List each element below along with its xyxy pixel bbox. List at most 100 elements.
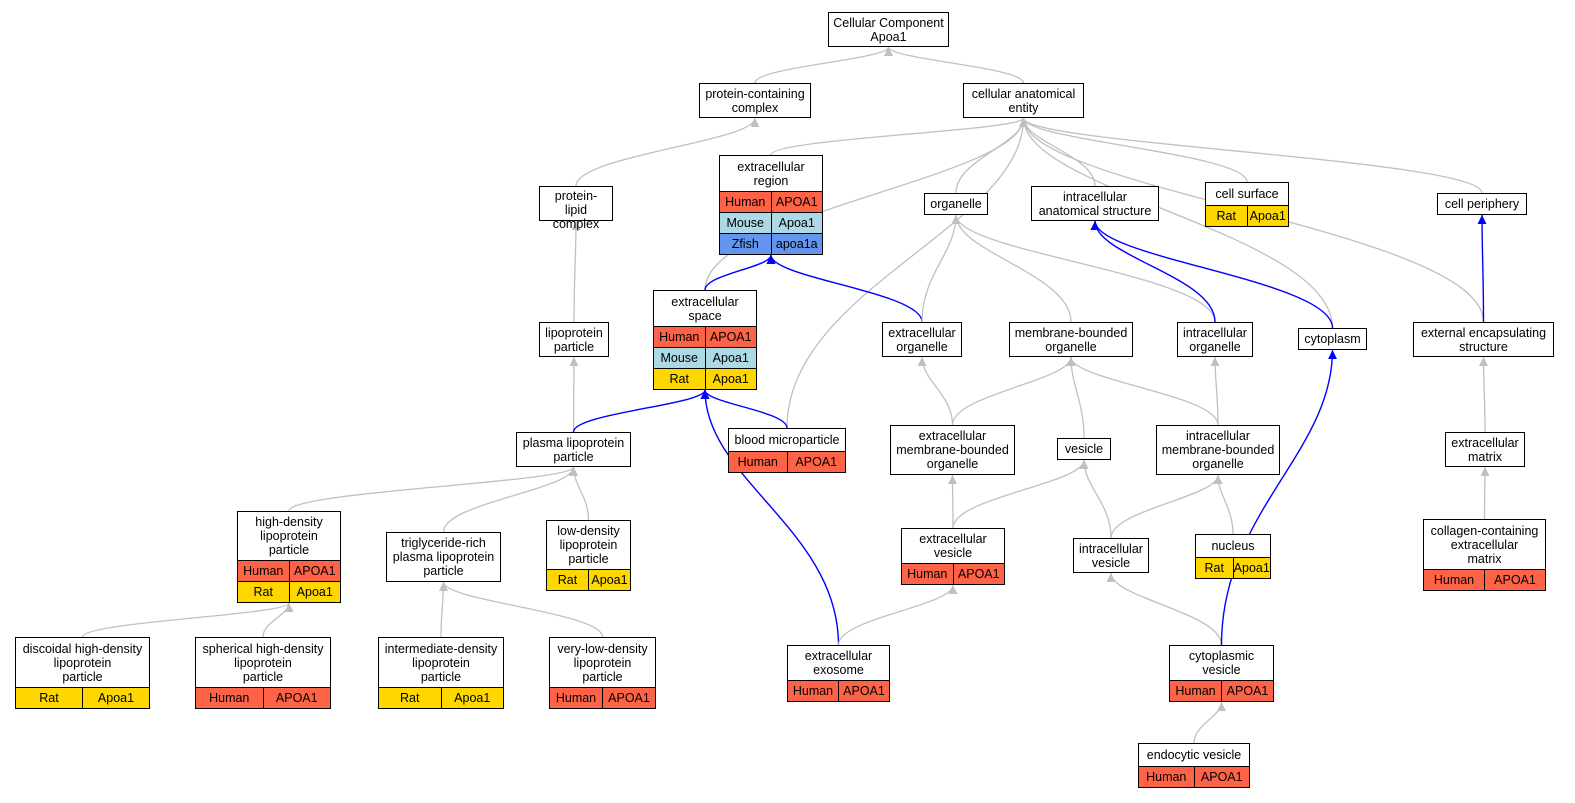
go-term-title: plasma lipoprotein particle — [522, 435, 625, 464]
go-term-node-protein-lipid[interactable]: protein-lipid complex — [539, 186, 613, 231]
go-term-node-cytoplasm[interactable]: cytoplasm — [1298, 328, 1367, 350]
species-label: Human — [1175, 684, 1216, 698]
go-term-node-extracell-organelle[interactable]: extracellular organelle — [882, 322, 962, 357]
species-label: Rat — [669, 372, 689, 386]
go-term-node-intra-mb-organelle[interactable]: intracellular membrane-bounded organelle — [1156, 425, 1280, 475]
go-term-node-ext-matrix[interactable]: extracellular matrix — [1445, 432, 1525, 467]
edge-is-a-idl-to-trl — [438, 581, 448, 638]
species-annotation-row: Mouse Apoa1 — [654, 347, 756, 368]
go-term-node-protein-complex[interactable]: protein-containing complex — [699, 83, 811, 118]
species-label: Human — [243, 564, 284, 578]
edge-is-a-vldl-to-trl — [439, 581, 604, 638]
edge-is-a-intra-mb-organelle-to-intracell-organelle — [1210, 356, 1220, 426]
species-label: Human — [907, 567, 948, 581]
edge-is-a-discoidal-to-hdl — [81, 602, 294, 638]
go-term-node-vesicle[interactable]: vesicle — [1057, 438, 1111, 460]
gene-symbol: Apoa1 — [704, 348, 757, 368]
go-term-node-cell-anat[interactable]: cellular anatomical entity — [963, 83, 1084, 118]
go-term-title: low-density lipoprotein particle — [557, 524, 620, 566]
go-term-node-lipoprotein[interactable]: lipoprotein particle — [539, 322, 609, 357]
go-term-node-idl[interactable]: intermediate-density lipoprotein particl… — [378, 637, 504, 709]
gene-symbol: APOA1 — [262, 688, 331, 708]
gene-symbol: APOA1 — [288, 561, 341, 581]
go-term-node-ext-encaps[interactable]: external encapsulating structure — [1413, 322, 1554, 357]
gene-symbol: Apoa1 — [288, 582, 341, 602]
go-term-title: endocytic vesicle — [1146, 748, 1242, 762]
gene-symbol: APOA1 — [770, 192, 823, 212]
gene-symbol: APOA1 — [1221, 681, 1273, 701]
edge-part-of-extracell-organelle-to-extracell-region — [766, 254, 923, 323]
go-term-title: extracellular region — [737, 159, 805, 188]
go-term-node-organelle[interactable]: organelle — [924, 193, 988, 215]
edge-is-a-trl-to-plasma-lipo — [442, 466, 578, 533]
go-term-node-intracell-organelle[interactable]: intracellular organelle — [1177, 322, 1253, 357]
edge-is-a-protein-lipid-to-protein-complex — [575, 117, 760, 187]
go-term-title: vesicle — [1064, 442, 1104, 456]
go-term-node-membrane-bounded[interactable]: membrane-bounded organelle — [1009, 322, 1133, 357]
edge-is-a-lipoprotein-to-protein-lipid — [571, 220, 581, 323]
edge-is-a-cytoplasm-to-cell-anat — [1019, 117, 1334, 329]
species-label: Rat — [400, 691, 420, 705]
species-label: Mouse — [660, 351, 699, 365]
go-term-node-spherical[interactable]: spherical high-density lipoprotein parti… — [195, 637, 331, 709]
species-label: Human — [209, 691, 250, 705]
go-term-node-collagen[interactable]: collagen-containing extracellular matrix… — [1423, 519, 1546, 591]
go-term-node-ext-mb-organelle[interactable]: extracellular membrane-bounded organelle — [890, 425, 1015, 475]
species-label: Human — [737, 455, 778, 469]
go-term-title: intracellular membrane-bounded organelle — [1161, 429, 1275, 471]
go-term-node-cell-periphery[interactable]: cell periphery — [1437, 193, 1527, 215]
go-term-title: extracellular membrane-bounded organelle — [896, 429, 1009, 471]
go-term-title: membrane-bounded organelle — [1014, 325, 1128, 354]
go-term-title: Cellular Component Apoa1 — [833, 15, 944, 44]
edge-is-a-cell-anat-to-root — [884, 46, 1025, 84]
species-label: Mouse — [726, 216, 765, 230]
edge-is-a-extracell-organelle-to-organelle — [921, 214, 961, 323]
go-term-title: cell surface — [1215, 187, 1279, 201]
species-label: Rat — [557, 573, 578, 587]
edge-is-a-endocytic-to-cyto-vesicle — [1193, 701, 1226, 744]
edge-part-of-cyto-vesicle-to-cytoplasm — [1220, 349, 1337, 646]
species-annotation-row: Human APOA1 — [1170, 680, 1273, 701]
go-term-node-intracell-anat[interactable]: intracellular anatomical structure — [1031, 186, 1159, 221]
go-term-title: extracellular vesicle — [919, 532, 987, 560]
edge-is-a-extracell-space-to-cell-anat — [704, 117, 1028, 291]
go-term-node-intra-vesicle[interactable]: intracellular vesicle — [1073, 538, 1149, 573]
go-term-title: protein-containing complex — [705, 86, 805, 115]
go-term-node-discoidal[interactable]: discoidal high-density lipoprotein parti… — [15, 637, 150, 709]
go-term-title: protein-lipid complex — [552, 189, 600, 231]
go-term-title: cytoplasm — [1304, 332, 1361, 346]
gene-symbol: APOA1 — [786, 452, 846, 472]
edge-is-a-spherical-to-hdl — [262, 602, 294, 638]
go-term-node-trl[interactable]: triglyceride-rich plasma lipoprotein par… — [386, 532, 501, 582]
go-term-node-plasma-lipo[interactable]: plasma lipoprotein particle — [516, 432, 631, 467]
edge-is-a-ext-vesicle-to-vesicle — [952, 459, 1089, 529]
edge-part-of-exosome-to-extracell-space — [700, 389, 840, 646]
edge-is-a-ext-matrix-to-ext-encaps — [1479, 356, 1489, 433]
go-term-title: intracellular organelle — [1183, 325, 1247, 354]
species-label: Rat — [253, 585, 273, 599]
edge-part-of-blood-micro-to-extracell-space — [700, 389, 788, 429]
go-term-node-root[interactable]: Cellular Component Apoa1 — [828, 12, 949, 47]
species-label: Rat — [1216, 209, 1236, 223]
edge-part-of-extracell-space-to-extracell-region — [704, 254, 776, 291]
species-label: Rat — [1204, 561, 1224, 575]
edge-is-a-intra-mb-organelle-to-membrane-bounded — [1066, 356, 1219, 426]
